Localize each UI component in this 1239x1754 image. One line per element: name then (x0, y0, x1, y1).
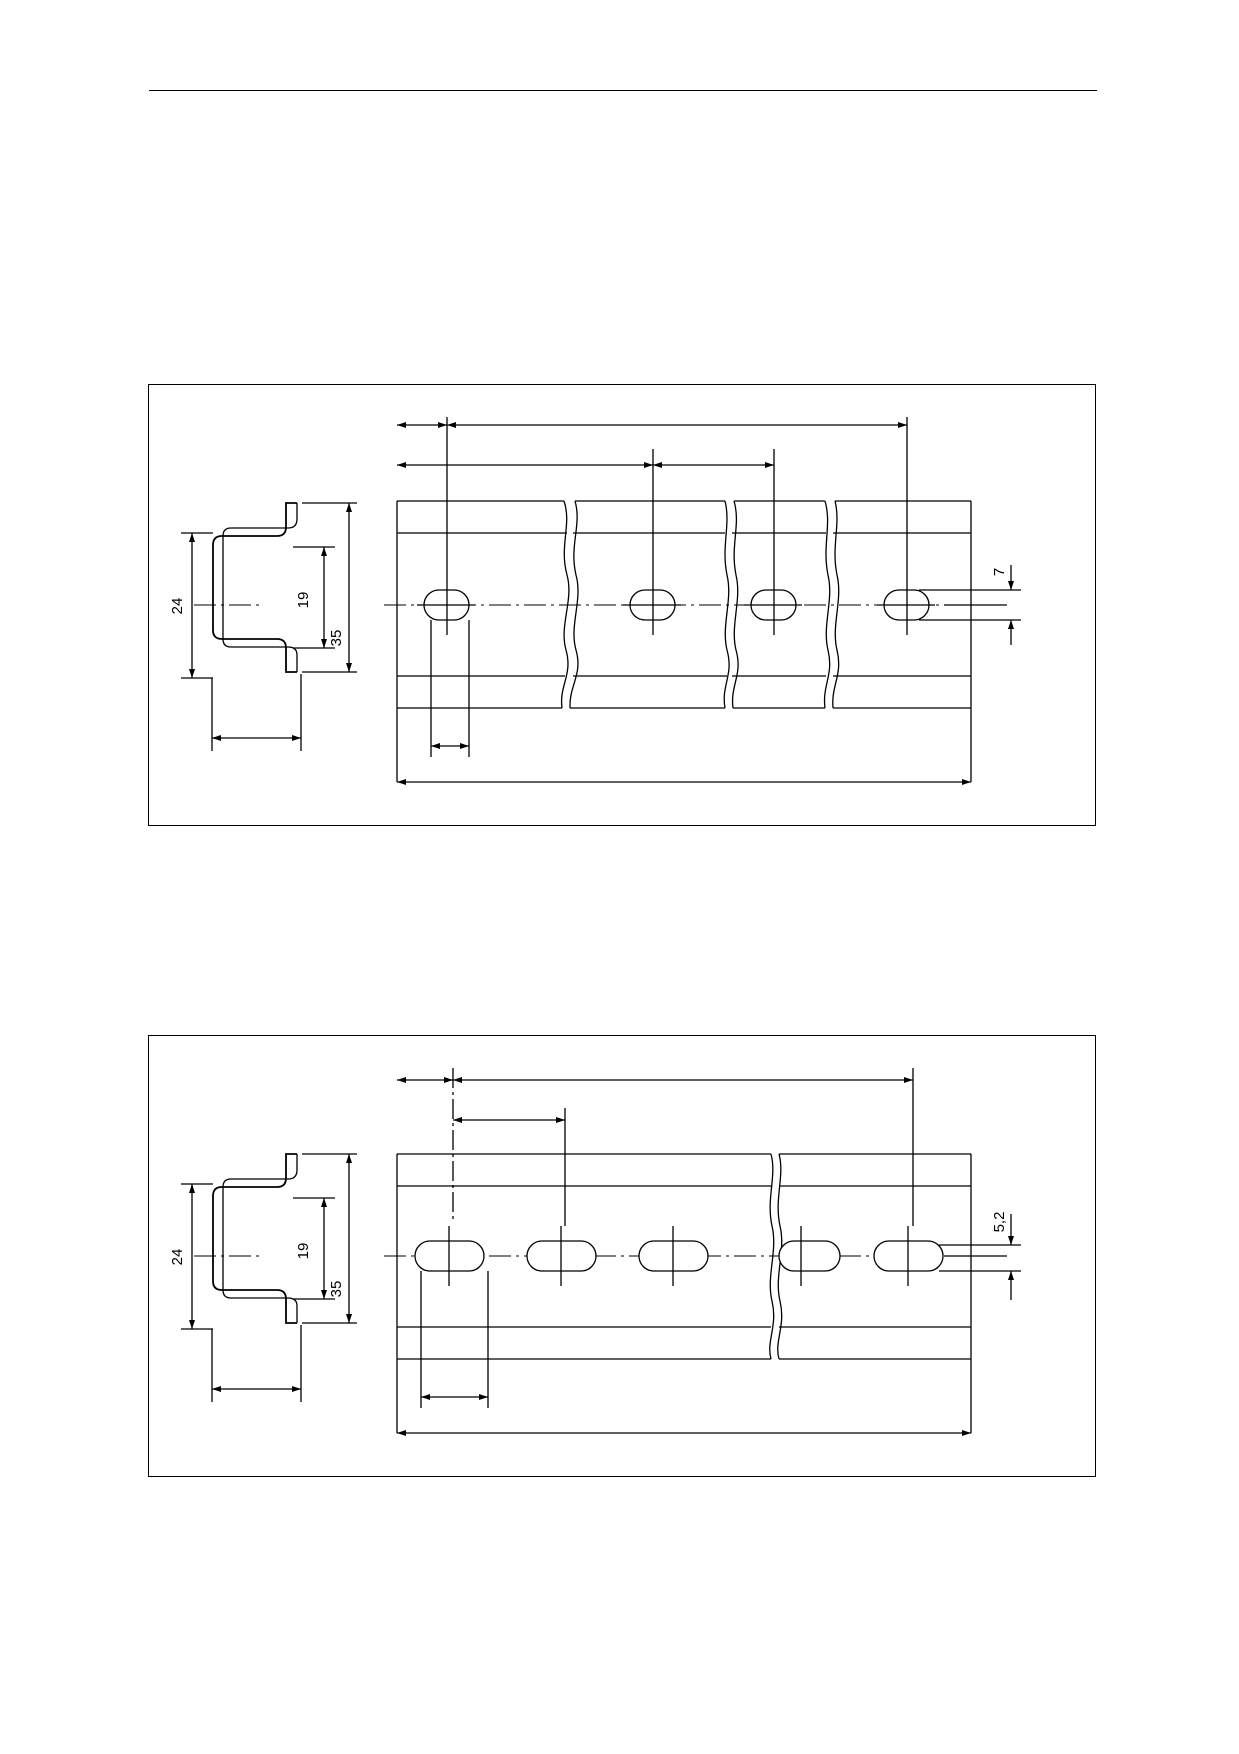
section-dim-web-height: 19 (295, 1243, 312, 1260)
section-dim-inner-width: 24 (169, 598, 186, 615)
cross-section-profile (194, 1153, 298, 1324)
header-rule (149, 90, 1097, 91)
cross-section-profile (194, 502, 298, 673)
rail-elevation (384, 1153, 1007, 1433)
rail-elevation (384, 500, 1007, 782)
section-dim-outer-height: 35 (328, 1281, 345, 1298)
rail-drawing-bottom: 35 19 24 (169, 1068, 1021, 1436)
section-dim-inner-width: 24 (169, 1249, 186, 1266)
mounting-slots (414, 1226, 944, 1286)
rail-drawing-top: 35 19 24 (169, 417, 1021, 785)
rail-height-dim: 5,2 (991, 1212, 1008, 1233)
section-dimensions (181, 502, 357, 751)
section-dim-web-height: 19 (295, 592, 312, 609)
rail-dimensions (397, 417, 1021, 785)
figure-panel-bottom: 35 19 24 (148, 1035, 1096, 1477)
rail-height-dim: 7 (991, 568, 1008, 576)
rail-dimensions (397, 1068, 1021, 1436)
figure-panel-top: 35 19 24 (148, 384, 1096, 826)
section-dimensions (181, 1153, 357, 1402)
section-dim-outer-height: 35 (328, 630, 345, 647)
